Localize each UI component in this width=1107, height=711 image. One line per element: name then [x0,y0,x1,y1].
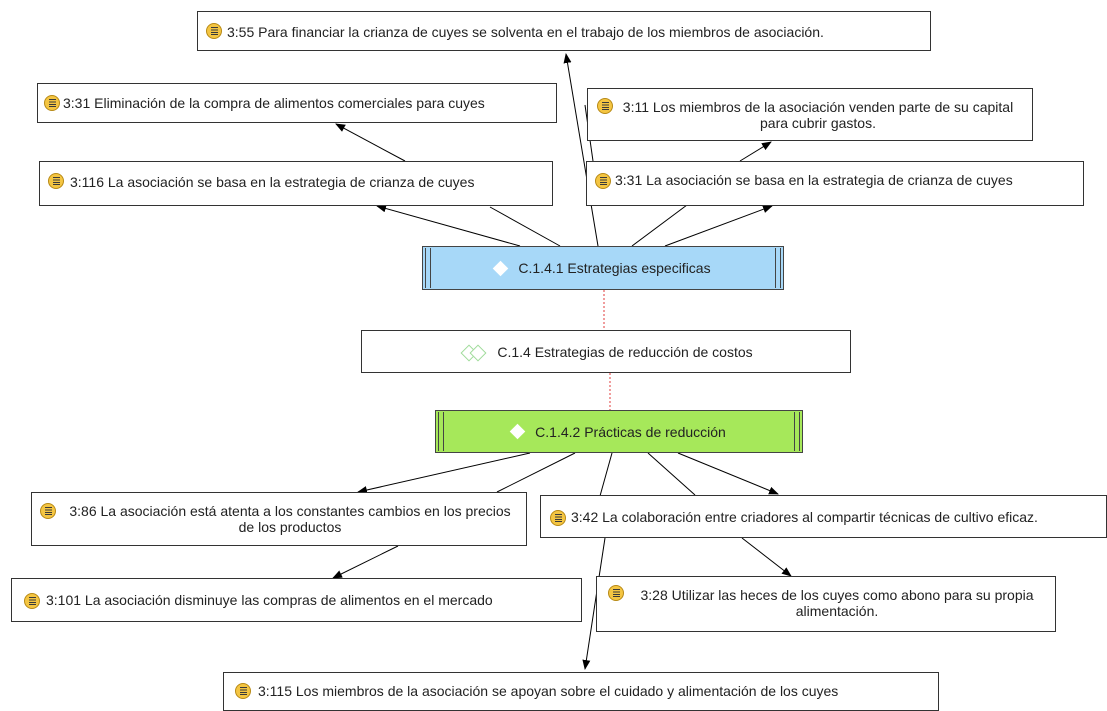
arrow-to-3116 [376,204,521,247]
arrow-to-355 [563,53,599,247]
quote-node-3101[interactable]: 3:101 La asociación disminuye las compra… [11,578,582,622]
code-label: C.1.4.2 Prácticas de reducción [535,423,726,440]
quote-text: 3:115 Los miembros de la asociación se a… [258,683,839,699]
quote-node-355[interactable]: 3:55 Para financiar la crianza de cuyes … [197,11,931,51]
document-lines-icon [550,510,566,526]
line-c142-386-b [496,452,576,493]
code-node-c141[interactable]: C.1.4.1 Estrategias especificas [422,246,784,290]
code-group-label: C.1.4 Estrategias de reducción de costos [497,343,753,360]
diamond-icon [493,260,509,276]
line-c142-342-b [647,452,696,496]
quote-text: 3:101 La asociación disminuye las compra… [46,592,493,608]
document-lines-icon [595,173,611,189]
arrow-to-311 [739,141,772,162]
document-lines-icon [206,23,222,39]
double-diamond-icon [459,344,489,361]
quote-text: 3:11 Los miembros de la asociación vende… [622,99,1014,131]
document-lines-icon [235,683,251,699]
diamond-icon [509,423,526,440]
arrow-to-328 [741,537,792,577]
quote-text: 3:55 Para financiar la crianza de cuyes … [227,24,824,40]
quote-text: 3:42 La colaboración entre criadores al … [571,509,1038,525]
quote-node-386[interactable]: 3:86 La asociación está atenta a los con… [31,492,527,546]
arrow-to-331b [664,205,773,247]
code-label: C.1.4.1 Estrategias especificas [518,260,711,276]
quote-text: 3:28 Utilizar las heces de los cuyes com… [640,587,1034,619]
quote-node-331a[interactable]: 3:31 Eliminación de la compra de aliment… [37,83,557,123]
quote-text: 3:116 La asociación se basa en la estrat… [70,174,475,190]
document-lines-icon [597,98,613,114]
quote-node-3115[interactable]: 3:115 Los miembros de la asociación se a… [223,672,939,711]
quote-text: 3:31 La asociación se basa en la estrate… [615,172,1013,188]
quote-text: 3:86 La asociación está atenta a los con… [69,503,511,535]
line-c141-3116-b [489,206,561,247]
arrow-to-3115 [582,537,606,670]
quote-node-328[interactable]: 3:28 Utilizar las heces de los cuyes com… [596,576,1056,632]
line-3116-331a [335,123,406,162]
line-c141-331b-b [631,204,688,247]
arrow-to-342 [677,452,779,495]
quote-node-331b[interactable]: 3:31 La asociación se basa en la estrate… [586,161,1084,206]
code-group-node-c14[interactable]: C.1.4 Estrategias de reducción de costos [361,330,851,373]
quote-node-342[interactable]: 3:42 La colaboración entre criadores al … [540,495,1107,538]
document-lines-icon [48,173,64,189]
document-lines-icon [24,593,40,609]
arrow-to-3101 [332,545,399,579]
document-lines-icon [608,585,624,601]
quote-node-311[interactable]: 3:11 Los miembros de la asociación vende… [587,88,1033,141]
arrow-to-386 [357,452,531,494]
quote-node-3116[interactable]: 3:116 La asociación se basa en la estrat… [39,161,553,206]
quote-text: 3:31 Eliminación de la compra de aliment… [63,95,485,111]
document-lines-icon [44,95,60,111]
code-node-c142[interactable]: C.1.4.2 Prácticas de reducción [435,410,803,453]
line-c142-3115 [599,452,613,497]
document-lines-icon [40,503,56,519]
